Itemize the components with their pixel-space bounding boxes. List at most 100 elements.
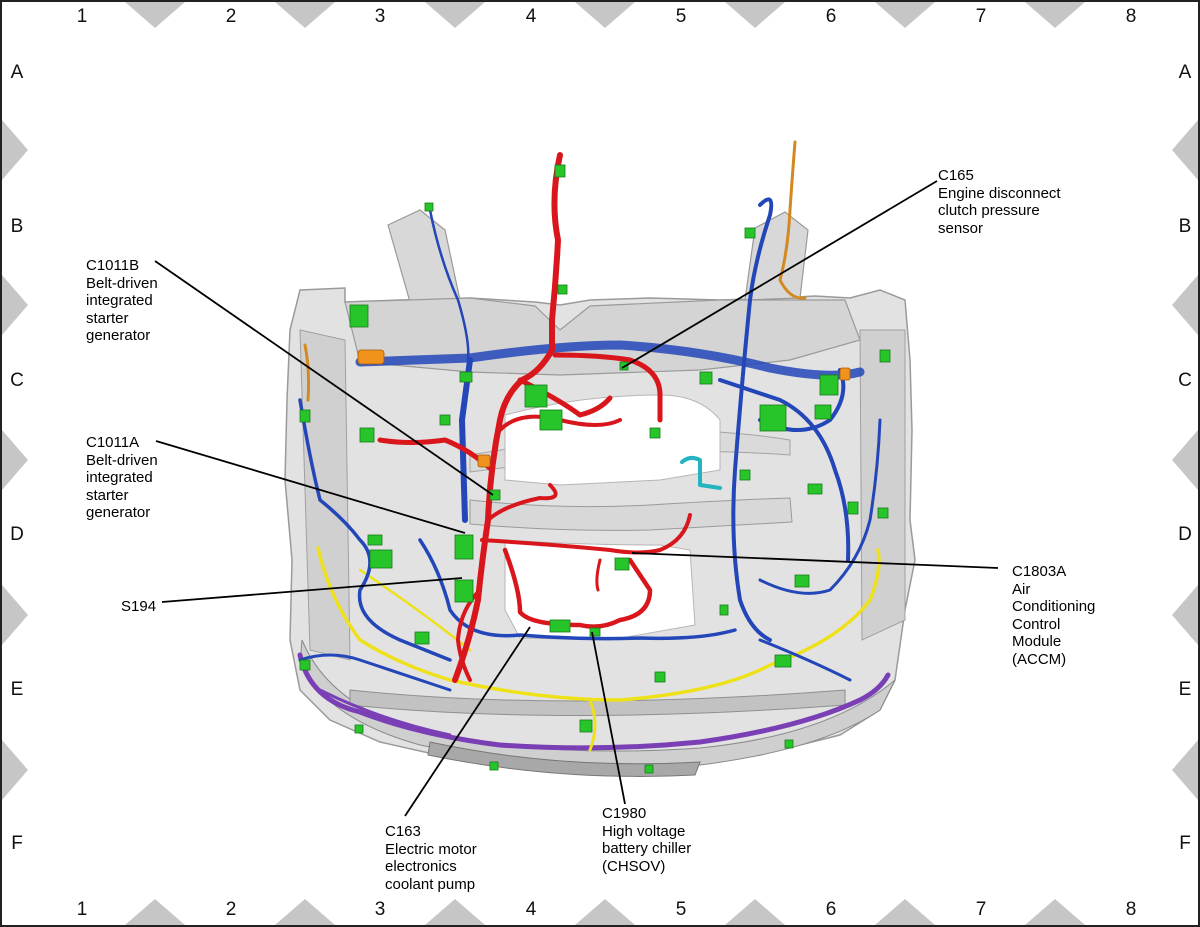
callout-c1011a-id: C1011A xyxy=(86,434,140,451)
callout-c165-line-2: clutch pressure xyxy=(938,202,1040,219)
row-label-right-E: E xyxy=(1179,679,1192,700)
leader-s194 xyxy=(161,577,463,603)
callout-c1011a: C1011A Belt-driven integrated starter ge… xyxy=(86,434,158,522)
col-label-top-4: 4 xyxy=(526,6,537,27)
col-label-top-2: 2 xyxy=(226,6,237,27)
col-label-bottom-8: 8 xyxy=(1126,899,1137,920)
callout-c1980-line-1: High voltage xyxy=(602,822,686,840)
border-diamond-left-4 xyxy=(2,740,28,800)
border-diamond-right-3 xyxy=(1172,585,1198,645)
row-label-left-B: B xyxy=(11,216,24,237)
leader-c165 xyxy=(621,180,938,369)
callout-c1803a-line-2: Conditioning xyxy=(1012,598,1096,615)
border-diamond-right-1 xyxy=(1172,275,1198,335)
callout-c1980-line-3: (CHSOV) xyxy=(602,857,666,875)
callout-s194: S194 xyxy=(121,598,156,616)
callout-c1980-id: C1980 xyxy=(602,805,647,822)
callout-c163-line-2: electronics xyxy=(385,858,457,875)
callout-c1011b-id: C1011B xyxy=(86,257,140,274)
border-diamond-left-1 xyxy=(2,275,28,335)
col-label-top-5: 5 xyxy=(676,6,687,27)
col-label-bottom-3: 3 xyxy=(375,899,386,920)
callout-c1803a-line-3: Control xyxy=(1012,615,1061,633)
border-diamond-left-0 xyxy=(2,120,28,180)
border-diamond-left-2 xyxy=(2,430,28,490)
callout-c1803a-line-1: Air xyxy=(1012,580,1031,598)
border-diamond-top-0 xyxy=(125,2,185,28)
callout-c1011b-line-2: integrated xyxy=(86,292,153,309)
callout-c163: C163 Electric motor electronics coolant … xyxy=(385,823,477,893)
callout-c1011a-line-1: Belt-driven xyxy=(86,451,158,469)
row-label-left-E: E xyxy=(11,679,24,700)
border-diamond-right-4 xyxy=(1172,740,1198,800)
connectors xyxy=(299,164,891,774)
orange-connectors xyxy=(357,349,851,468)
row-label-right-C: C xyxy=(1178,370,1192,391)
border-diamond-bottom-6 xyxy=(1025,899,1085,925)
col-label-top-6: 6 xyxy=(826,6,837,27)
row-label-left-A: A xyxy=(11,62,24,83)
border-diamond-top-3 xyxy=(575,2,635,28)
col-label-bottom-6: 6 xyxy=(826,899,837,920)
callout-c163-line-1: Electric motor xyxy=(385,840,477,858)
leader-c1011a xyxy=(155,440,466,534)
border-diamond-right-2 xyxy=(1172,430,1198,490)
border-diamond-left-3 xyxy=(2,585,28,645)
col-label-top-7: 7 xyxy=(976,6,987,27)
wire-harnesses xyxy=(297,140,891,752)
callout-c165: C165 Engine disconnect clutch pressure s… xyxy=(938,167,1061,237)
callout-c1803a: C1803A Air Conditioning Control Module (… xyxy=(1012,563,1095,668)
col-label-bottom-7: 7 xyxy=(976,899,987,920)
row-label-left-F: F xyxy=(11,833,23,854)
border-diamond-top-4 xyxy=(725,2,785,28)
grid-labels: 1 2 3 4 5 6 7 8 1 2 3 4 5 6 7 8 A B C D … xyxy=(10,6,1192,920)
leader-c1980 xyxy=(591,631,626,805)
border-diamond-right-0 xyxy=(1172,120,1198,180)
callout-c165-line-3: sensor xyxy=(938,219,984,237)
row-label-left-C: C xyxy=(10,370,24,391)
callout-c1011a-line-2: integrated xyxy=(86,469,153,486)
callout-c1011b-line-3: starter xyxy=(86,309,129,327)
callout-c163-line-3: coolant pump xyxy=(385,875,476,893)
border-diamond-top-5 xyxy=(875,2,935,28)
border-diamond-bottom-5 xyxy=(875,899,935,925)
callout-s194-id: S194 xyxy=(121,598,157,615)
row-label-left-D: D xyxy=(10,524,24,545)
col-label-bottom-4: 4 xyxy=(526,899,537,920)
col-label-top-8: 8 xyxy=(1126,6,1137,27)
border-diamond-bottom-2 xyxy=(425,899,485,925)
callout-c163-id: C163 xyxy=(385,823,421,840)
callout-c165-id: C165 xyxy=(938,167,974,184)
row-label-right-F: F xyxy=(1179,833,1191,854)
col-label-bottom-2: 2 xyxy=(226,899,237,920)
row-label-right-D: D xyxy=(1178,524,1192,545)
col-label-top-3: 3 xyxy=(375,6,386,27)
col-label-top-1: 1 xyxy=(77,6,88,27)
leader-c163 xyxy=(404,626,531,817)
col-label-bottom-5: 5 xyxy=(676,899,687,920)
callout-c1011b: C1011B Belt-driven integrated starter ge… xyxy=(86,257,158,345)
callout-c1803a-line-4: Module xyxy=(1012,633,1062,650)
col-label-bottom-1: 1 xyxy=(77,899,88,920)
row-label-right-A: A xyxy=(1179,62,1192,83)
callout-c1803a-line-5: (ACCM) xyxy=(1012,650,1067,668)
border-diamond-top-1 xyxy=(275,2,335,28)
leader-c1011b xyxy=(154,260,494,496)
callout-c1980-line-2: battery chiller xyxy=(602,840,692,857)
callout-c1011a-line-3: starter xyxy=(86,486,129,504)
border-diamond-top-2 xyxy=(425,2,485,28)
border-diamond-bottom-1 xyxy=(275,899,335,925)
callout-c1803a-id: C1803A xyxy=(1012,563,1067,580)
border-diamond-bottom-0 xyxy=(125,899,185,925)
border-diamond-bottom-4 xyxy=(725,899,785,925)
border-diamond-top-6 xyxy=(1025,2,1085,28)
callout-c165-line-1: Engine disconnect xyxy=(938,184,1061,202)
leader-lines xyxy=(154,180,999,817)
callout-c1011b-line-4: generator xyxy=(86,327,151,344)
leader-c1803a xyxy=(631,552,999,569)
callout-c1980: C1980 High voltage battery chiller (CHSO… xyxy=(602,805,691,875)
